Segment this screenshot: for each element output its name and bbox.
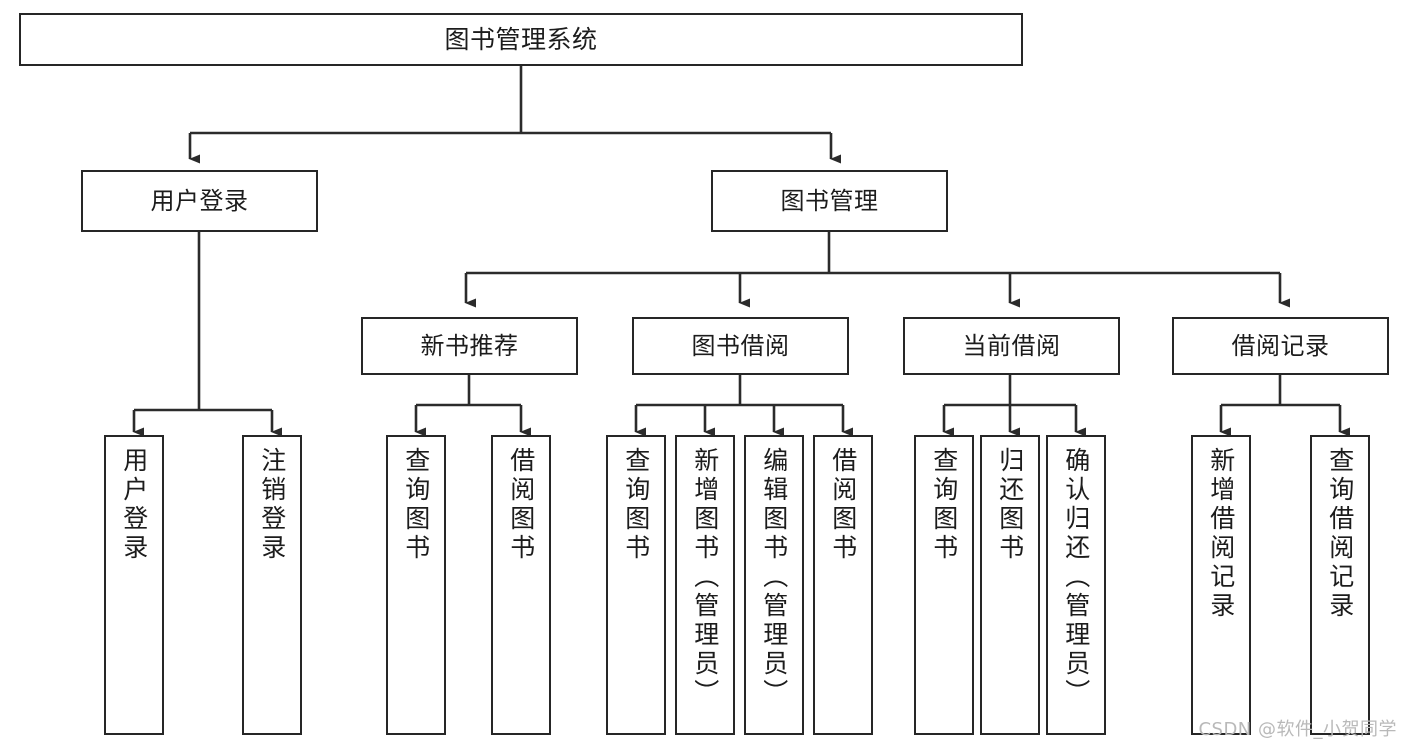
node-current-borrow[interactable]: 当前借阅 (903, 317, 1120, 375)
node-root[interactable]: 图书管理系统 (19, 13, 1023, 66)
leaf-add-book[interactable]: 新增图书（管理员） (675, 435, 735, 735)
watermark-label: CSDN @软件_小贺同学 (1198, 719, 1397, 740)
node-user-login[interactable]: 用户登录 (81, 170, 318, 232)
leaf-query-record[interactable]: 查询借阅记录 (1310, 435, 1370, 735)
leaf-borrow-book-1-label: 借阅图书 (506, 447, 536, 563)
leaf-edit-book-label: 编辑图书（管理员） (759, 447, 789, 708)
leaf-user-login-label: 用户登录 (119, 447, 149, 563)
node-book-manage[interactable]: 图书管理 (711, 170, 948, 232)
node-borrow-record-label: 借阅记录 (1231, 331, 1330, 360)
leaf-borrow-book-2[interactable]: 借阅图书 (813, 435, 873, 735)
leaf-query-record-label: 查询借阅记录 (1325, 447, 1355, 621)
leaf-edit-book[interactable]: 编辑图书（管理员） (744, 435, 804, 735)
leaf-logout-login-label: 注销登录 (257, 447, 287, 563)
node-book-borrow[interactable]: 图书借阅 (632, 317, 849, 375)
node-book-borrow-label: 图书借阅 (691, 331, 790, 360)
node-borrow-record[interactable]: 借阅记录 (1172, 317, 1389, 375)
node-book-manage-label: 图书管理 (780, 186, 879, 215)
leaf-query-book-2[interactable]: 查询图书 (606, 435, 666, 735)
node-current-borrow-label: 当前借阅 (962, 331, 1061, 360)
leaf-query-book-1[interactable]: 查询图书 (386, 435, 446, 735)
node-root-label: 图书管理系统 (444, 24, 598, 54)
leaf-user-login[interactable]: 用户登录 (104, 435, 164, 735)
leaf-borrow-book-1[interactable]: 借阅图书 (491, 435, 551, 735)
leaf-query-book-3[interactable]: 查询图书 (914, 435, 974, 735)
leaf-add-book-label: 新增图书（管理员） (690, 447, 720, 708)
node-user-login-label: 用户登录 (150, 186, 249, 215)
leaf-add-record[interactable]: 新增借阅记录 (1191, 435, 1251, 735)
leaf-add-record-label: 新增借阅记录 (1206, 447, 1236, 621)
leaf-borrow-book-2-label: 借阅图书 (828, 447, 858, 563)
leaf-return-book-label: 归还图书 (995, 447, 1025, 563)
node-new-book-recommend[interactable]: 新书推荐 (361, 317, 578, 375)
leaf-confirm-return-label: 确认归还（管理员） (1061, 447, 1091, 708)
node-new-book-recommend-label: 新书推荐 (420, 331, 519, 360)
leaf-query-book-2-label: 查询图书 (621, 447, 651, 563)
leaf-query-book-1-label: 查询图书 (401, 447, 431, 563)
leaf-return-book[interactable]: 归还图书 (980, 435, 1040, 735)
leaf-confirm-return[interactable]: 确认归还（管理员） (1046, 435, 1106, 735)
leaf-logout-login[interactable]: 注销登录 (242, 435, 302, 735)
leaf-query-book-3-label: 查询图书 (929, 447, 959, 563)
